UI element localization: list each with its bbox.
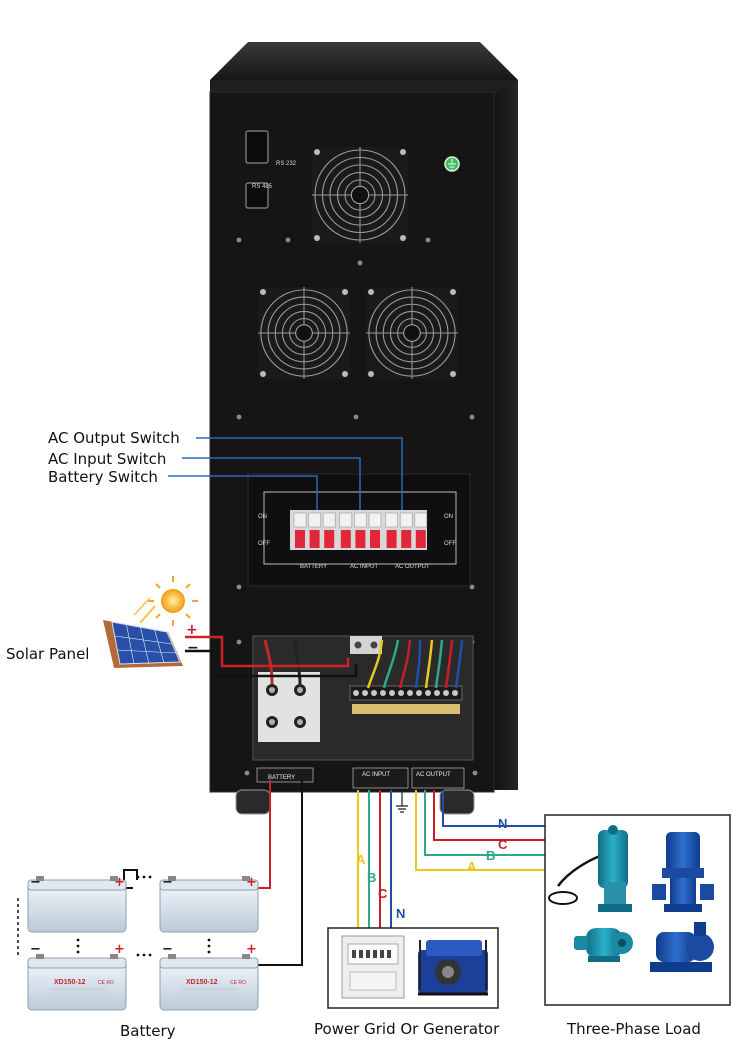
battery-icon: XD150-12 CE RO + − bbox=[159, 942, 259, 1011]
load-neutral-label: N bbox=[498, 816, 507, 831]
rs232-label: RS 232 bbox=[276, 161, 297, 167]
inverter-cabinet: RS 232 RS 485 ON OFF ON OFF BATTERY AC I… bbox=[209, 42, 518, 815]
breaker-icon bbox=[293, 512, 428, 548]
battery-brand-label: CE RO bbox=[98, 980, 114, 986]
load-phase-b-label: B bbox=[486, 848, 495, 863]
rs232-port: RS 232 bbox=[245, 130, 297, 167]
battery-label: Battery bbox=[120, 1022, 176, 1040]
off-label-right: OFF bbox=[444, 541, 456, 547]
distribution-box-icon bbox=[341, 935, 405, 999]
solar-negative-sign: − bbox=[187, 640, 199, 656]
bottom-ac-input-label: AC INPUT bbox=[362, 772, 390, 778]
motor-icon bbox=[574, 928, 633, 962]
grid-phase-b-label: B bbox=[367, 870, 376, 885]
centrifugal-pump-icon bbox=[650, 922, 714, 972]
ac-input-switch-callout: AC Input Switch bbox=[48, 450, 167, 468]
terminal-bay bbox=[252, 635, 474, 761]
battery-negative-sign: − bbox=[30, 875, 41, 890]
battery-icon: +− bbox=[27, 875, 127, 933]
load-phase-a-label: A bbox=[467, 859, 477, 874]
vertical-pump-icon bbox=[652, 832, 714, 912]
ac-input-switch-label: AC INPUT bbox=[350, 564, 378, 570]
bottom-ac-output-label: AC OUTPUT bbox=[416, 772, 451, 778]
solar-positive-sign: + bbox=[186, 622, 198, 638]
battery-model-label: XD150-12 bbox=[186, 979, 218, 986]
off-label-left: OFF bbox=[258, 541, 270, 547]
ac-wiring bbox=[357, 790, 545, 928]
grid-phase-c-label: C bbox=[378, 886, 388, 901]
ac-output-switch-callout: AC Output Switch bbox=[48, 429, 180, 447]
sun-icon bbox=[133, 576, 198, 626]
rs485-port: RS 485 bbox=[245, 182, 273, 209]
battery-positive-sign: + bbox=[114, 942, 125, 957]
load-phase-c-label: C bbox=[498, 837, 508, 852]
battery-positive-sign: + bbox=[114, 875, 125, 890]
pump-icon bbox=[548, 825, 632, 912]
solar-panel-icon bbox=[103, 620, 183, 668]
solar-wiring bbox=[185, 635, 358, 678]
cabinet-wheels bbox=[235, 789, 475, 815]
three-phase-load-label: Three-Phase Load bbox=[567, 1020, 701, 1038]
battery-series-dots bbox=[76, 875, 211, 957]
grid-generator-box bbox=[327, 927, 499, 1009]
battery-switch-label: BATTERY bbox=[300, 564, 327, 570]
battery-brand-label: CE RO bbox=[230, 980, 246, 986]
battery-positive-sign: + bbox=[246, 942, 257, 957]
solar-panel-label: Solar Panel bbox=[6, 645, 90, 663]
battery-switch-callout: Battery Switch bbox=[48, 468, 158, 486]
battery-wiring bbox=[17, 780, 303, 966]
bottom-label-strip: BATTERY AC INPUT AC OUTPUT bbox=[256, 767, 465, 789]
grid-generator-label: Power Grid Or Generator bbox=[314, 1020, 500, 1038]
fan-icon bbox=[258, 287, 350, 379]
earth-ground-icon bbox=[396, 790, 408, 813]
ground-icon bbox=[444, 156, 460, 172]
battery-negative-sign: − bbox=[162, 942, 173, 957]
switch-panel: ON OFF ON OFF BATTERY AC INPUT AC OUTPUT bbox=[247, 473, 471, 587]
battery-negative-sign: − bbox=[30, 942, 41, 957]
three-phase-load-box bbox=[544, 814, 731, 1006]
grid-phase-a-label: A bbox=[356, 852, 366, 867]
rs485-label: RS 485 bbox=[252, 184, 273, 190]
callout-lines bbox=[168, 437, 403, 510]
battery-negative-sign: − bbox=[162, 875, 173, 890]
on-label-left: ON bbox=[258, 514, 267, 520]
battery-positive-sign: + bbox=[246, 875, 257, 890]
bottom-battery-label: BATTERY bbox=[268, 775, 295, 781]
ac-output-switch-label: AC OUTPUT bbox=[395, 564, 430, 570]
battery-icon: +− bbox=[159, 875, 259, 933]
battery-model-label: XD150-12 bbox=[54, 979, 86, 986]
grid-neutral-label: N bbox=[396, 906, 405, 921]
fan-icon bbox=[312, 147, 408, 243]
generator-icon bbox=[418, 940, 488, 996]
fan-icon bbox=[366, 287, 458, 379]
cooling-fans bbox=[258, 147, 458, 379]
battery-icon: XD150-12 CE RO + − bbox=[27, 942, 127, 1011]
on-label-right: ON bbox=[444, 514, 453, 520]
